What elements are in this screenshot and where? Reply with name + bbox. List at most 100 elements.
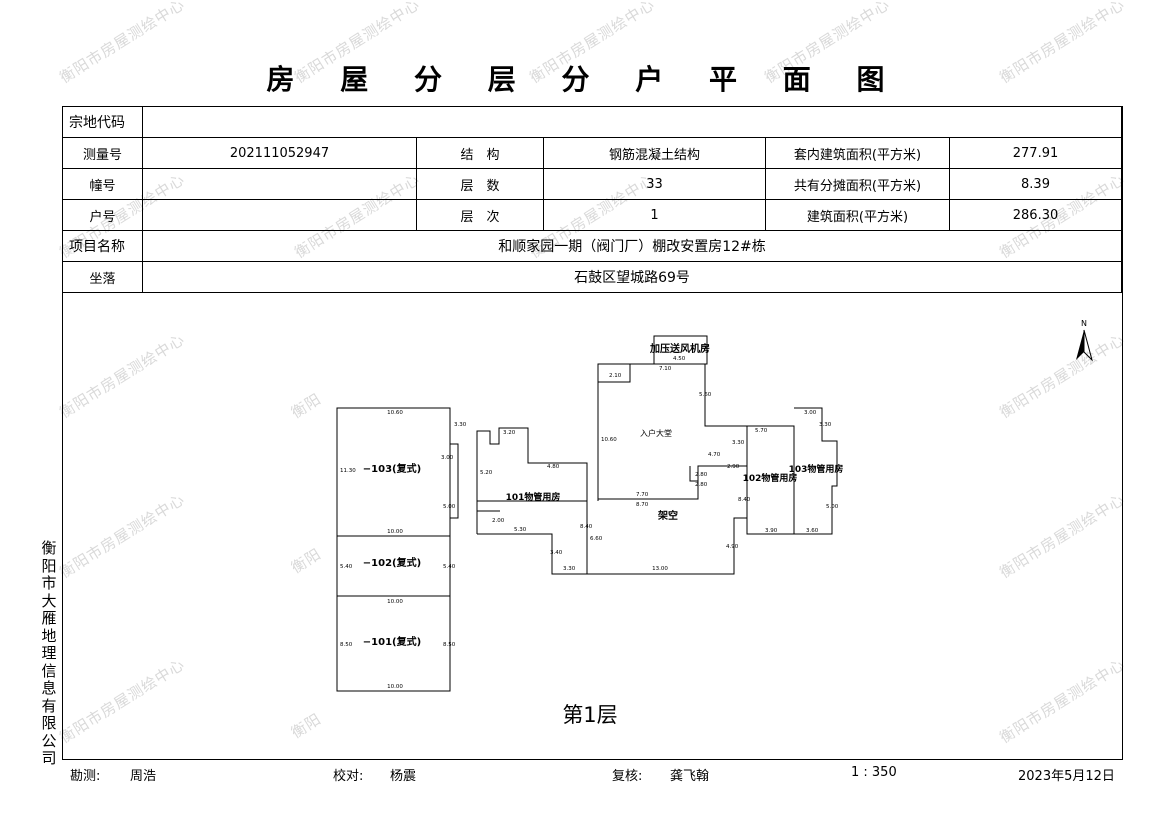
info-table: 宗地代码 测量号 202111052947 结 构 钢筋混凝土结构 套内建筑面积…: [62, 106, 1122, 293]
dim: 10.00: [387, 529, 403, 535]
dim: 8.40: [580, 524, 593, 530]
dim: 3.30: [454, 422, 467, 428]
unit-value: [142, 199, 417, 231]
dim: 10.60: [601, 437, 617, 443]
overhead-label: 架空: [657, 509, 678, 522]
building-label: 幢号: [62, 168, 143, 200]
dim: 2.90: [727, 464, 740, 470]
duplex-102-label: −102(复式): [363, 556, 421, 569]
dim: 4.50: [673, 356, 686, 362]
land-code-label: 宗地代码: [62, 106, 143, 138]
dim: 5.30: [514, 527, 527, 533]
dim: 11.30: [340, 468, 356, 474]
review-name: 龚飞翰: [670, 769, 710, 784]
lobby-label: 入户大堂: [640, 428, 672, 438]
dim: 5.40: [340, 564, 353, 570]
inner-area-label: 套内建筑面积(平方米): [765, 137, 950, 169]
dim: 3.00: [804, 410, 817, 416]
shared-area-label: 共有分摊面积(平方米): [765, 168, 950, 200]
dim: 4.80: [547, 464, 560, 470]
dim: 7.10: [659, 366, 672, 372]
location-label: 坐落: [62, 261, 143, 293]
fan-shaft: [597, 363, 631, 383]
dim: 3.90: [765, 528, 778, 534]
dim: 3.30: [819, 422, 832, 428]
dim: 3.00: [441, 455, 454, 461]
scale: 1 : 350: [851, 765, 897, 780]
mgmt-101-label: 101物管用房: [506, 491, 561, 503]
dim: 5.40: [443, 564, 456, 570]
check-name: 杨震: [390, 769, 417, 784]
floor-plan: 10.60 3.30 3.00 11.30 5.00 10.00 5.40 5.…: [336, 319, 1093, 727]
dim: 8.50: [443, 642, 456, 648]
floors-label: 层 数: [416, 168, 544, 200]
north-arrow-right: [1083, 329, 1093, 362]
survey-name: 周浩: [130, 769, 157, 784]
dim: 8.70: [636, 502, 649, 508]
row-survey: 测量号 202111052947 结 构 钢筋混凝土结构 套内建筑面积(平方米)…: [62, 137, 1122, 169]
page-title: 房 屋 分 层 分 户 平 面 图: [266, 63, 903, 96]
structure-value: 钢筋混凝土结构: [543, 137, 766, 169]
dim: 5.00: [443, 504, 456, 510]
dim: 2.80: [695, 482, 708, 488]
dim: 10.60: [387, 410, 403, 416]
build-area-value: 286.30: [949, 199, 1122, 231]
survey-label: 勘测:: [70, 769, 101, 784]
dim: 4.90: [726, 544, 739, 550]
row-unit: 户号 层 次 1 建筑面积(平方米) 286.30: [62, 199, 1122, 231]
north-label: N: [1081, 319, 1087, 328]
floor-label: 层 次: [416, 199, 544, 231]
dim: 13.00: [652, 566, 668, 572]
plan-walls: [336, 335, 838, 692]
room-101-lower: [477, 501, 588, 575]
dim: 8.40: [738, 497, 751, 503]
dim: 3.20: [503, 430, 516, 436]
shared-area-value: 8.39: [949, 168, 1122, 200]
dim: 2.80: [695, 472, 708, 478]
dim: 7.70: [636, 492, 649, 498]
build-area-label: 建筑面积(平方米): [765, 199, 950, 231]
plan-labels: 加压送风机房 入户大堂 101物管用房 102物管用房 103物管用房 架空 −…: [363, 342, 844, 727]
row-land-code: 宗地代码: [62, 106, 1122, 138]
fan-room-label: 加压送风机房: [649, 342, 710, 355]
review-label: 复核:: [612, 769, 643, 784]
mgmt-103-label: 103物管用房: [789, 463, 844, 475]
unit-101-outline: [336, 595, 451, 692]
room-103-outline: [794, 407, 838, 535]
north-arrow-left: [1076, 330, 1084, 360]
survey-no-value: 202111052947: [142, 137, 417, 169]
wall-line: [689, 466, 698, 482]
row-location: 坐落 石鼓区望城路69号: [62, 261, 1122, 293]
dim: 3.30: [732, 440, 745, 446]
row-building: 幢号 层 数 33 共有分摊面积(平方米) 8.39: [62, 168, 1122, 200]
dim: 5.00: [826, 504, 839, 510]
building-value: [142, 168, 417, 200]
dim: 6.60: [590, 536, 603, 542]
dim: 10.00: [387, 684, 403, 690]
row-project: 项目名称 和顺家园一期（阀门厂）棚改安置房12#栋: [62, 230, 1122, 262]
floors-value: 33: [543, 168, 766, 200]
structure-label: 结 构: [416, 137, 544, 169]
floor-caption: 第1层: [562, 703, 617, 727]
dim: 5.20: [480, 470, 493, 476]
dim: 10.00: [387, 599, 403, 605]
duplex-103-label: −103(复式): [363, 462, 421, 475]
dim: 2.10: [609, 373, 622, 379]
room-101-outline: [476, 427, 588, 534]
project-value: 和顺家园一期（阀门厂）棚改安置房12#栋: [142, 230, 1122, 262]
inner-area-value: 277.91: [949, 137, 1122, 169]
check-label: 校对:: [333, 769, 364, 784]
floor-value: 1: [543, 199, 766, 231]
dim: 3.40: [550, 550, 563, 556]
dim: 2.00: [492, 518, 505, 524]
dim: 5.70: [755, 428, 768, 434]
duplex-101-label: −101(复式): [363, 635, 421, 648]
survey-no-label: 测量号: [62, 137, 143, 169]
mgmt-102-label: 102物管用房: [743, 472, 798, 484]
unit-103-bay: [450, 443, 459, 519]
dim: 5.60: [699, 392, 712, 398]
company-name: 衡阳市大雁地理信息有限公司: [41, 539, 57, 767]
land-code-value: [142, 106, 1122, 138]
project-label: 项目名称: [62, 230, 143, 262]
north-arrow-icon: N: [1076, 319, 1093, 362]
